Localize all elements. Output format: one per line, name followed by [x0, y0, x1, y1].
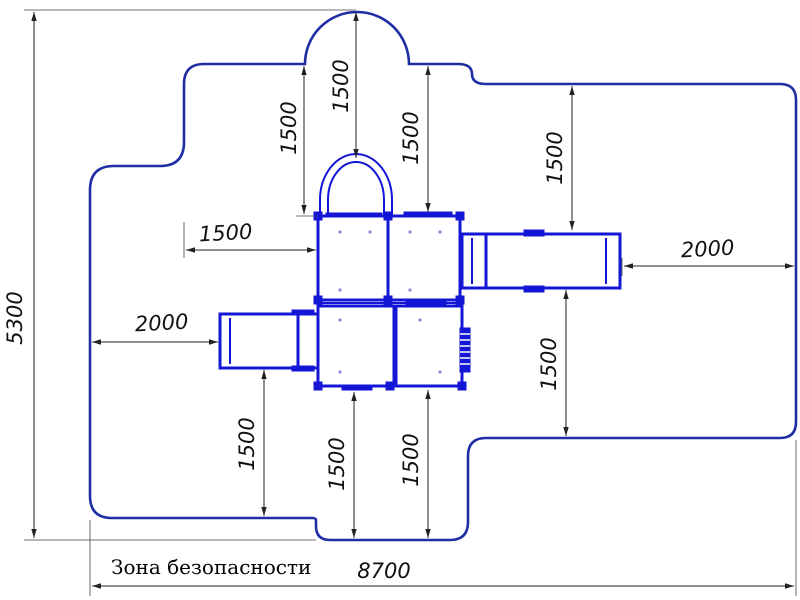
fence-bar: [403, 211, 453, 217]
arch-rail-inner: [327, 161, 385, 216]
dim-top-right-height: 1500: [543, 131, 567, 184]
safety-zone-outline: [88, 10, 798, 542]
post: [457, 381, 467, 391]
dim-top-center-height: 1500: [399, 111, 423, 164]
dim-bottom-center-height: 1500: [325, 437, 349, 490]
dim-top-left-height: 1500: [277, 101, 301, 154]
fence-bar: [341, 385, 373, 391]
platform-top-left: [316, 214, 390, 302]
platform-top-right: [386, 214, 462, 302]
dim-arch-height: 1500: [329, 59, 353, 112]
dim-left-width: 1500: [198, 220, 253, 247]
fence-bar: [325, 212, 383, 218]
platform-bottom-right: [394, 304, 464, 388]
post: [455, 295, 465, 305]
post: [383, 295, 393, 305]
dim-bottom-center2-height: 1500: [399, 433, 423, 486]
post: [313, 381, 323, 391]
climbing-ladder: [459, 327, 471, 373]
play-equipment: [218, 153, 622, 391]
platform-bottom-left: [316, 304, 396, 388]
left-slide: [218, 309, 320, 372]
right-slide: [460, 229, 622, 293]
post: [455, 211, 465, 221]
post: [385, 381, 395, 391]
dim-total-width: 8700: [357, 559, 410, 583]
fence-bar: [405, 301, 447, 306]
dim-bottom-left-height: 1500: [235, 417, 259, 470]
post: [313, 295, 323, 305]
dim-left-slide-width: 2000: [134, 310, 189, 337]
dim-total-height: 5300: [3, 291, 27, 344]
dim-right-bottom-height: 1500: [537, 337, 561, 390]
post: [383, 211, 393, 221]
safety-zone-caption: Зона безопасности: [111, 555, 311, 579]
dim-right-slide-width: 2000: [680, 236, 735, 263]
